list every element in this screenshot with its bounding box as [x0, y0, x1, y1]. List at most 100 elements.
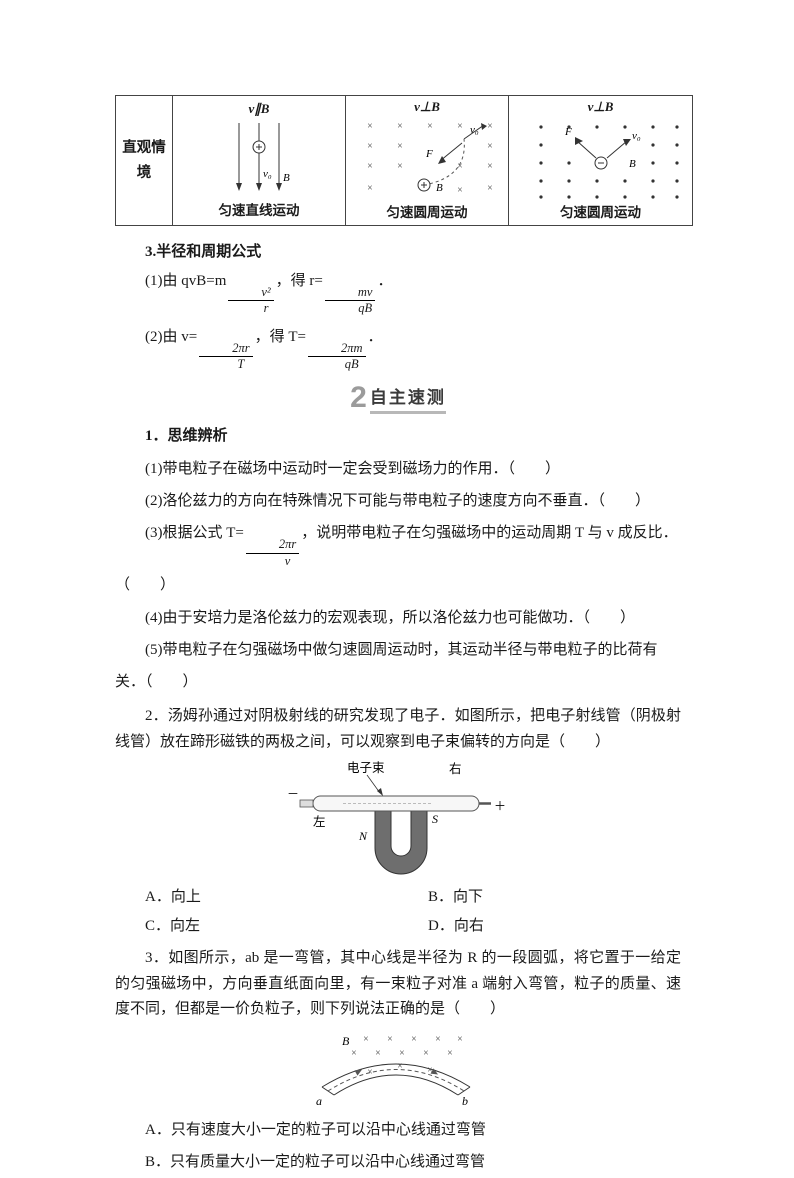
b-end-label: b — [462, 1094, 468, 1108]
q2-options-row-1: A．向上 B．向下 — [115, 884, 681, 911]
field-into-page-symbols: ××××× ××× ×××× ××× — [367, 121, 493, 196]
svg-text:×: × — [397, 1061, 403, 1072]
f-label: F — [425, 148, 433, 160]
b-label: B — [342, 1034, 350, 1048]
down-arrow-icon — [256, 182, 262, 191]
radius-period-title: 3.半径和周期公式 — [145, 244, 262, 261]
table-cell-linear-motion: v∥B v₀ B 匀速 — [172, 94, 346, 227]
v-perp-b-label: v⊥B — [414, 99, 440, 114]
table-row-header: 直观情境 — [115, 94, 173, 227]
svg-text:×: × — [435, 1034, 441, 1045]
tube-outer-wall — [321, 1063, 471, 1088]
q2-options-row-2: C．向左 D．向右 — [115, 913, 681, 940]
svg-text:×: × — [351, 1048, 357, 1059]
q2-figure: 电子束 右 左 S N － ＋ — [115, 760, 681, 880]
svg-text:×: × — [487, 161, 493, 172]
force-arrow-icon — [574, 136, 583, 145]
horseshoe-magnet-svg: 电子束 右 左 S N － ＋ — [287, 761, 506, 875]
v-parallel-b-label: v∥B — [248, 101, 270, 116]
svg-text:×: × — [487, 141, 493, 152]
tube-left-terminal — [299, 799, 314, 808]
svg-text:×: × — [487, 121, 493, 132]
svg-text:×: × — [427, 121, 433, 132]
q2-option-c: C．向左 — [145, 917, 201, 934]
svg-text:×: × — [397, 161, 403, 172]
v0-arrow-icon — [622, 138, 631, 146]
q1-title: 1．思维辨析 — [145, 427, 228, 444]
formula-2-prefix: (2)由 v= — [145, 329, 198, 346]
q1-item-3-suffix: ，说明带电粒子在匀强磁场中的运动周期 T 与 v 成反比．（ ） — [115, 525, 678, 594]
formula-1-prefix: (1)由 qvB=m — [145, 273, 227, 290]
v0-label: v₀ — [470, 124, 479, 136]
down-arrow-icon — [276, 182, 282, 191]
circular-into-page-caption: 匀速圆周运动 — [386, 204, 468, 220]
electron-beam-label: 电子束 — [347, 761, 385, 775]
formula-2-end: ． — [367, 329, 383, 346]
minus-terminal-label: － — [287, 787, 299, 801]
b-label: B — [436, 182, 443, 194]
beam-pointer-icon — [377, 787, 383, 796]
curved-tube-svg: ××××× ××××× ××× B a b — [316, 1034, 471, 1108]
plus-terminal-label: ＋ — [494, 799, 506, 813]
force-arrow-icon — [438, 155, 446, 164]
circular-out-of-page-diagram: F v₀ B — [510, 115, 691, 203]
direction-arrow-icon — [354, 1069, 363, 1076]
trajectory-arc — [423, 138, 465, 186]
circular-into-page-diagram: ××××× ××× ×××× ××× v₀ F — [347, 115, 507, 203]
a-end-label: a — [316, 1094, 322, 1108]
f-label: F — [564, 126, 572, 138]
q3-option-a: A．只有速度大小一定的粒子可以沿中心线通过弯管 — [145, 1122, 486, 1139]
svg-text:×: × — [399, 1048, 405, 1059]
north-pole-label: N — [358, 829, 368, 843]
formula-1-end: ． — [377, 273, 393, 290]
q3-figure: ××××× ××××× ××× B a b — [115, 1027, 681, 1111]
svg-text:×: × — [411, 1034, 417, 1045]
svg-text:×: × — [423, 1048, 429, 1059]
q1-item-5: (5)带电粒子在匀强磁场中做匀速圆周运动时，其运动半径与带电粒子的比荷有关．（ … — [115, 641, 658, 691]
q3-option-b: B．只有质量大小一定的粒子可以沿中心线通过弯管 — [145, 1153, 486, 1170]
q1-item-4: (4)由于安培力是洛伦兹力的宏观表现，所以洛伦兹力也可能做功．（ ） — [145, 609, 635, 626]
q3-text: 3．如图所示，ab 是一弯管，其中心线是半径为 R 的一段圆弧，将它置于一给定的… — [115, 949, 681, 1018]
v0-label: v₀ — [632, 130, 641, 142]
right-label: 右 — [449, 761, 462, 776]
q1-item-3-prefix: (3)根据公式 T= — [145, 525, 244, 542]
q1-item-2: (2)洛伦兹力的方向在特殊情况下可能与带电粒子的速度方向不垂直．（ ） — [145, 493, 650, 510]
svg-text:×: × — [457, 121, 463, 132]
table-cell-circular-out-of-page: v⊥B F — [508, 94, 693, 227]
linear-motion-diagram: v₀ B — [174, 117, 344, 201]
tube-inner-wall — [333, 1074, 459, 1096]
south-pole-label: S — [432, 812, 438, 826]
svg-text:×: × — [397, 121, 403, 132]
svg-text:×: × — [457, 161, 463, 172]
table-cell-circular-into-page: v⊥B ××××× ××× ×××× ××× v₀ — [345, 94, 509, 227]
q2-text: 2．汤姆孙通过对阴极射线的研究发现了电子．如图所示，把电子射线管（阴极射线管）放… — [115, 708, 681, 751]
linear-motion-svg: v₀ B — [236, 122, 290, 191]
circular-into-page-svg: ××××× ××× ×××× ××× v₀ F — [367, 121, 493, 196]
page-content: 直观情境 v∥B v₀ B — [115, 94, 693, 1178]
q2-option-d: D．向右 — [428, 917, 484, 934]
formula-1-mid: ，得 r= — [275, 273, 323, 290]
svg-text:×: × — [367, 141, 373, 152]
direction-arrow-icon — [430, 1068, 439, 1075]
q2-option-a: A．向上 — [145, 888, 201, 905]
field-out-of-page-symbols — [538, 124, 679, 199]
svg-text:×: × — [367, 121, 373, 132]
circular-out-of-page-svg: F v₀ B — [538, 124, 679, 199]
q2-option-b: B．向下 — [428, 888, 484, 905]
linear-motion-caption: 匀速直线运动 — [218, 202, 300, 218]
v0-label: v₀ — [263, 168, 272, 180]
tube-centerline — [327, 1069, 465, 1092]
svg-text:×: × — [363, 1034, 369, 1045]
svg-text:×: × — [387, 1034, 393, 1045]
svg-text:×: × — [457, 1034, 463, 1045]
svg-text:×: × — [447, 1048, 453, 1059]
